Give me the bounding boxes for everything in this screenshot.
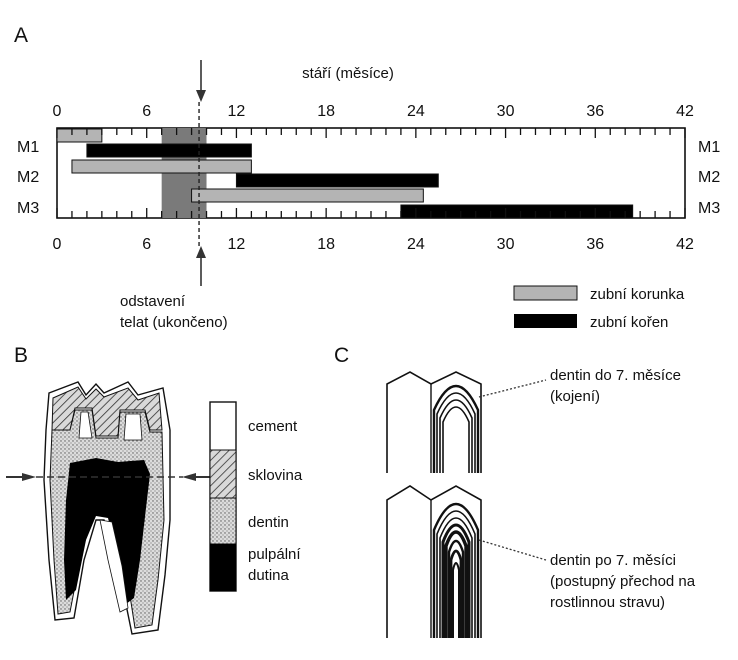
row-label-m2-left: M2 <box>17 169 39 186</box>
dentin-early-label-line2: (kojení) <box>550 388 600 405</box>
tissue-legend <box>209 401 237 592</box>
legend-dentin-label: dentin <box>248 514 289 531</box>
bar-root-m3 <box>400 204 634 219</box>
tick-label-bottom: 24 <box>407 236 425 253</box>
legend-swatch-crown <box>513 285 578 301</box>
dentin-late-label-line3: rostlinnou stravu) <box>550 594 665 611</box>
row-label-m3-left: M3 <box>17 200 39 217</box>
tick-label-bottom: 36 <box>586 236 604 253</box>
row-label-m2-right: M2 <box>698 169 720 186</box>
tick-label-bottom: 42 <box>676 236 694 253</box>
dentin-late-label-line2: (postupný přechod na <box>550 573 696 590</box>
tick-label-top: 6 <box>142 103 151 120</box>
tick-label-top: 0 <box>53 103 62 120</box>
tick-label-top: 42 <box>676 103 694 120</box>
panel-label-b: B <box>14 344 28 367</box>
row-label-m1-right: M1 <box>698 139 720 156</box>
legend-pulp-label-line1: pulpální <box>248 546 301 563</box>
axis-title: stáří (měsíce) <box>302 65 394 82</box>
eruption-chart: 0 0 6 6 12 12 18 18 24 24 30 30 36 36 42 42 <box>53 102 694 253</box>
dentin-section-early <box>386 371 482 473</box>
bar-crown-m1 <box>56 128 103 143</box>
tick-label-bottom: 0 <box>53 236 62 253</box>
weaning-label-line1: odstavení <box>120 293 186 310</box>
dentin-section-late <box>386 485 482 638</box>
row-label-m1-left: M1 <box>17 139 39 156</box>
legend-root-label: zubní kořen <box>590 314 668 331</box>
tick-label-top: 12 <box>228 103 246 120</box>
weaning-label-line2: telat (ukončeno) <box>120 314 228 331</box>
bar-root-m2 <box>235 173 439 188</box>
tick-label-bottom: 6 <box>142 236 151 253</box>
legend-cement-label: cement <box>248 418 298 435</box>
weaning-top-arrow-icon <box>196 60 206 102</box>
panel-label-c: C <box>334 344 349 367</box>
weaning-bottom-arrow-icon <box>196 246 206 286</box>
leader-line-early <box>478 379 547 398</box>
legend-swatch-root <box>514 314 577 328</box>
bar-root-m1 <box>86 143 252 158</box>
legend-pulp-label-line2: dutina <box>248 567 290 584</box>
tick-label-top: 24 <box>407 103 425 120</box>
row-label-m3-right: M3 <box>698 200 720 217</box>
bar-crown-m3 <box>191 188 424 203</box>
legend-crown-label: zubní korunka <box>590 286 685 303</box>
panel-label-a: A <box>14 24 28 47</box>
tick-label-top: 18 <box>317 103 335 120</box>
tick-label-top: 30 <box>497 103 515 120</box>
dentin-early-label-line1: dentin do 7. měsíce <box>550 367 681 384</box>
tick-label-bottom: 18 <box>317 236 335 253</box>
tick-label-bottom: 30 <box>497 236 515 253</box>
tick-label-bottom: 12 <box>228 236 246 253</box>
tick-label-top: 36 <box>586 103 604 120</box>
bar-crown-m2 <box>71 159 252 174</box>
dentin-late-label-line1: dentin po 7. měsíci <box>550 552 676 569</box>
section-line <box>6 473 210 481</box>
leader-line-late <box>478 539 547 561</box>
tooth-cross-section <box>43 381 171 635</box>
legend-enamel-label: sklovina <box>248 467 303 484</box>
